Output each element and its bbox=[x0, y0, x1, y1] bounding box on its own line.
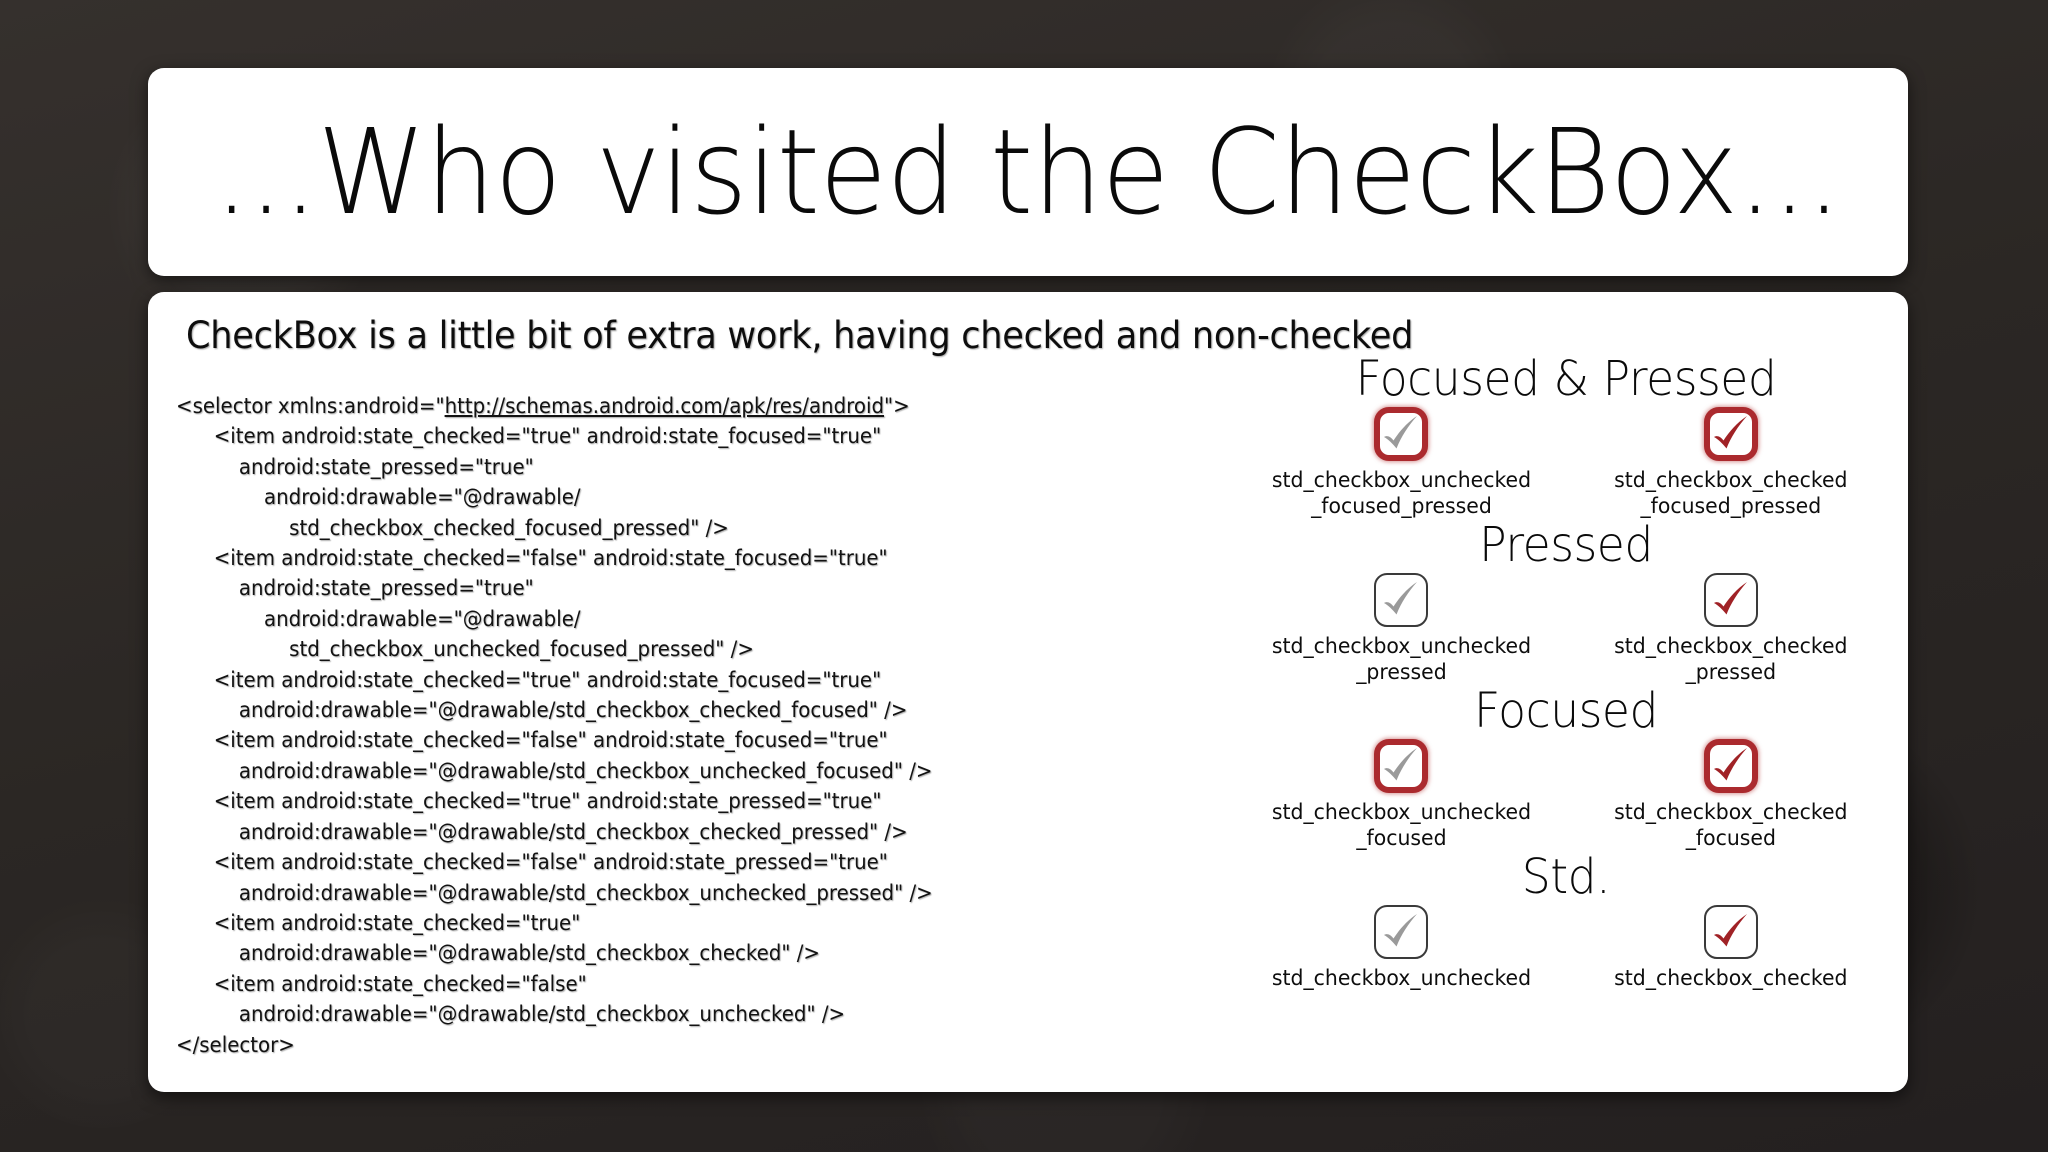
checkbox-icon[interactable] bbox=[1374, 406, 1428, 461]
code-line: android:state_pressed="true" bbox=[176, 454, 534, 480]
code-line: android:drawable="@drawable/ bbox=[176, 485, 581, 511]
code-line: <item android:state_checked="false" andr… bbox=[176, 850, 888, 876]
checkbox-sample: std_checkbox_checked bbox=[1581, 904, 1881, 992]
checkbox-sample-label: std_checkbox_unchecked bbox=[1271, 965, 1531, 991]
code-line: android:drawable="@drawable/std_checkbox… bbox=[176, 698, 908, 724]
state-group: Std. std_checkbox_unchecked std_checkbox_c… bbox=[1236, 848, 1896, 992]
code-line: std_checkbox_checked_focused_pressed" /> bbox=[176, 515, 729, 541]
checkmark-red-icon bbox=[1714, 913, 1747, 946]
code-line: <item android:state_checked="true" bbox=[176, 910, 581, 936]
code-line: android:drawable="@drawable/std_checkbox… bbox=[176, 758, 933, 784]
android-schema-url[interactable]: http://schemas.android.com/apk/res/andro… bbox=[444, 394, 885, 419]
checkbox-sample: std_checkbox_unchecked _pressed bbox=[1251, 572, 1551, 686]
content-card: CheckBox is a little bit of extra work, … bbox=[148, 292, 1908, 1092]
checkmark-red-icon bbox=[1714, 747, 1747, 781]
state-group-heading: Focused bbox=[1474, 682, 1658, 739]
subtitle-text: CheckBox is a little bit of extra work, … bbox=[186, 314, 1414, 357]
checkmark-gray-icon bbox=[1384, 415, 1417, 449]
code-line: android:drawable="@drawable/std_checkbox… bbox=[176, 880, 933, 906]
code-line: android:drawable="@drawable/std_checkbox… bbox=[176, 941, 820, 967]
state-group-row: std_checkbox_unchecked _focused_pressed s… bbox=[1236, 406, 1896, 520]
state-group-heading: Focused & Pressed bbox=[1355, 351, 1777, 407]
code-line: <item android:state_checked="false" andr… bbox=[176, 728, 888, 754]
code-line: <item android:state_checked="true" andro… bbox=[176, 667, 882, 693]
checkbox-icon[interactable] bbox=[1374, 904, 1428, 959]
checkbox-icon[interactable] bbox=[1704, 406, 1758, 461]
checkbox-icon[interactable] bbox=[1704, 572, 1758, 627]
checkbox-sample: std_checkbox_checked _pressed bbox=[1581, 572, 1881, 686]
checkbox-sample: std_checkbox_checked _focused_pressed bbox=[1581, 406, 1881, 520]
checkbox-sample: std_checkbox_unchecked _focused bbox=[1251, 738, 1551, 852]
checkbox-icon[interactable] bbox=[1704, 738, 1758, 793]
checkbox-icon[interactable] bbox=[1374, 738, 1428, 793]
checkbox-sample-label: std_checkbox_unchecked _pressed bbox=[1271, 633, 1531, 685]
code-line: <item android:state_checked="true" andro… bbox=[176, 424, 882, 450]
state-group-heading: Pressed bbox=[1479, 516, 1653, 573]
code-line: </selector> bbox=[176, 1032, 295, 1058]
code-line: std_checkbox_unchecked_focused_pressed" … bbox=[176, 637, 754, 663]
code-line: android:drawable="@drawable/ bbox=[176, 606, 581, 632]
checkbox-sample: std_checkbox_checked _focused bbox=[1581, 738, 1881, 852]
page-title: ...Who visited the CheckBox... bbox=[214, 103, 1842, 241]
code-line: android:drawable="@drawable/std_checkbox… bbox=[176, 1002, 846, 1028]
checkmark-gray-icon bbox=[1384, 581, 1417, 615]
checkbox-sample-label: std_checkbox_checked _focused bbox=[1614, 799, 1848, 851]
checkmark-gray-icon bbox=[1384, 913, 1417, 946]
checkmark-red-icon bbox=[1714, 581, 1747, 615]
state-group-row: std_checkbox_unchecked _pressed std_check… bbox=[1236, 572, 1896, 686]
checkmark-red-icon bbox=[1714, 415, 1747, 449]
state-group-row: std_checkbox_unchecked _focused std_check… bbox=[1236, 738, 1896, 852]
checkbox-icon[interactable] bbox=[1704, 904, 1758, 959]
state-group-row: std_checkbox_unchecked std_checkbox_check… bbox=[1236, 904, 1896, 992]
checkmark-gray-icon bbox=[1384, 747, 1417, 781]
xml-code-block: <selector xmlns:android="http://schemas.… bbox=[176, 392, 1170, 1061]
checkbox-sample-label: std_checkbox_checked _focused_pressed bbox=[1614, 467, 1848, 519]
code-line: <item android:state_checked="false" andr… bbox=[176, 546, 888, 572]
title-card: ...Who visited the CheckBox... bbox=[148, 68, 1908, 276]
code-line: <item android:state_checked="false" bbox=[176, 971, 587, 997]
code-line: android:state_pressed="true" bbox=[176, 576, 534, 602]
checkbox-sample: std_checkbox_unchecked _focused_pressed bbox=[1251, 406, 1551, 520]
state-group-heading: Std. bbox=[1521, 848, 1611, 905]
checkbox-sample: std_checkbox_unchecked bbox=[1251, 904, 1551, 992]
code-line: <selector xmlns:android="http://schemas.… bbox=[176, 394, 910, 419]
checkbox-sample-label: std_checkbox_checked _pressed bbox=[1614, 633, 1848, 685]
checkbox-sample-label: std_checkbox_unchecked _focused bbox=[1271, 799, 1531, 851]
code-line: <item android:state_checked="true" andro… bbox=[176, 789, 882, 815]
checkbox-icon[interactable] bbox=[1374, 572, 1428, 627]
checkbox-sample-label: std_checkbox_unchecked _focused_pressed bbox=[1271, 467, 1531, 519]
checkbox-sample-label: std_checkbox_checked bbox=[1614, 965, 1848, 991]
code-line: android:drawable="@drawable/std_checkbox… bbox=[176, 819, 908, 845]
